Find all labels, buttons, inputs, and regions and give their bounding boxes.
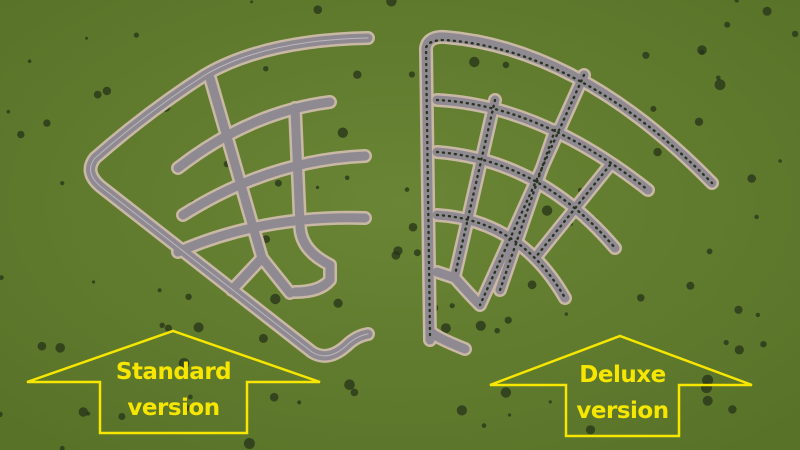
tree bbox=[270, 293, 281, 305]
tree bbox=[456, 405, 467, 416]
standard-version-label: Standard version bbox=[100, 354, 247, 426]
tree bbox=[6, 109, 11, 114]
tree bbox=[706, 248, 713, 255]
tree bbox=[541, 205, 553, 216]
tree bbox=[344, 175, 350, 181]
tree bbox=[791, 30, 799, 38]
tree bbox=[0, 275, 4, 280]
tree bbox=[494, 327, 501, 334]
tree bbox=[504, 316, 512, 324]
tree bbox=[404, 187, 410, 192]
standard-arrow-outline bbox=[26, 329, 321, 435]
tree bbox=[760, 341, 767, 348]
tree bbox=[85, 36, 89, 40]
standard-line1: Standard bbox=[115, 359, 232, 385]
standard-line2: version bbox=[127, 395, 220, 421]
tree bbox=[637, 294, 645, 302]
tree bbox=[269, 392, 279, 402]
deluxe-line2: version bbox=[576, 398, 669, 424]
tree bbox=[250, 0, 254, 4]
tree bbox=[178, 358, 190, 369]
tree bbox=[728, 405, 737, 414]
tree bbox=[60, 181, 65, 186]
tree bbox=[344, 379, 355, 391]
deluxe-road-layout bbox=[419, 29, 719, 356]
tree bbox=[193, 322, 204, 333]
tree bbox=[297, 400, 302, 405]
tree bbox=[724, 21, 731, 28]
tree bbox=[507, 413, 512, 417]
tree bbox=[315, 185, 320, 190]
tree bbox=[686, 281, 695, 290]
tree bbox=[527, 280, 537, 290]
tree bbox=[391, 250, 401, 260]
tree bbox=[157, 288, 162, 293]
tree bbox=[714, 79, 726, 91]
tree bbox=[188, 394, 193, 400]
tree bbox=[78, 407, 89, 417]
tree bbox=[27, 59, 32, 63]
tree bbox=[747, 174, 756, 183]
tree bbox=[762, 6, 772, 16]
tree bbox=[243, 438, 255, 449]
tree bbox=[183, 404, 190, 412]
tree bbox=[333, 298, 343, 308]
tree bbox=[55, 343, 65, 353]
tree bbox=[0, 411, 3, 417]
tree bbox=[164, 324, 172, 332]
tree bbox=[702, 395, 713, 406]
tree bbox=[258, 333, 268, 343]
tree bbox=[642, 51, 650, 59]
tree bbox=[778, 159, 782, 163]
tree bbox=[653, 147, 662, 157]
tree bbox=[734, 345, 744, 355]
tree bbox=[313, 5, 323, 14]
deluxe-arrow-outline bbox=[489, 334, 753, 438]
tree bbox=[723, 339, 729, 346]
tree bbox=[353, 70, 362, 79]
tree bbox=[413, 249, 421, 257]
tree bbox=[59, 445, 65, 450]
tree bbox=[93, 90, 102, 99]
tree bbox=[469, 56, 480, 68]
tree bbox=[500, 387, 512, 398]
tree bbox=[408, 222, 418, 232]
tree bbox=[91, 280, 96, 284]
tree bbox=[734, 305, 743, 314]
tree bbox=[481, 423, 487, 428]
tree bbox=[755, 312, 761, 318]
tree bbox=[650, 105, 657, 112]
tree bbox=[43, 119, 51, 127]
tree bbox=[734, 0, 739, 3]
tree bbox=[585, 425, 596, 435]
tree bbox=[350, 388, 359, 397]
standard-road-layout bbox=[83, 31, 375, 363]
tree bbox=[475, 320, 486, 331]
tree bbox=[716, 75, 721, 81]
tree bbox=[263, 66, 269, 72]
tree bbox=[274, 179, 282, 187]
tree bbox=[548, 400, 552, 404]
deluxe-version-label: Deluxe version bbox=[560, 357, 685, 429]
tree bbox=[337, 127, 348, 138]
tree bbox=[118, 413, 126, 420]
tree bbox=[702, 374, 714, 386]
tree bbox=[408, 71, 415, 78]
deluxe-line1: Deluxe bbox=[579, 362, 666, 388]
tree bbox=[185, 293, 192, 300]
tree bbox=[133, 32, 139, 38]
tree bbox=[17, 130, 25, 139]
tree bbox=[102, 86, 112, 96]
tree bbox=[159, 322, 165, 328]
tree bbox=[754, 214, 759, 220]
tree bbox=[502, 61, 510, 69]
tree bbox=[440, 323, 451, 334]
tree bbox=[37, 341, 47, 351]
tree bbox=[449, 303, 455, 309]
tree bbox=[699, 49, 705, 55]
tree bbox=[564, 312, 568, 316]
tree bbox=[694, 117, 704, 127]
tree bbox=[386, 0, 397, 7]
